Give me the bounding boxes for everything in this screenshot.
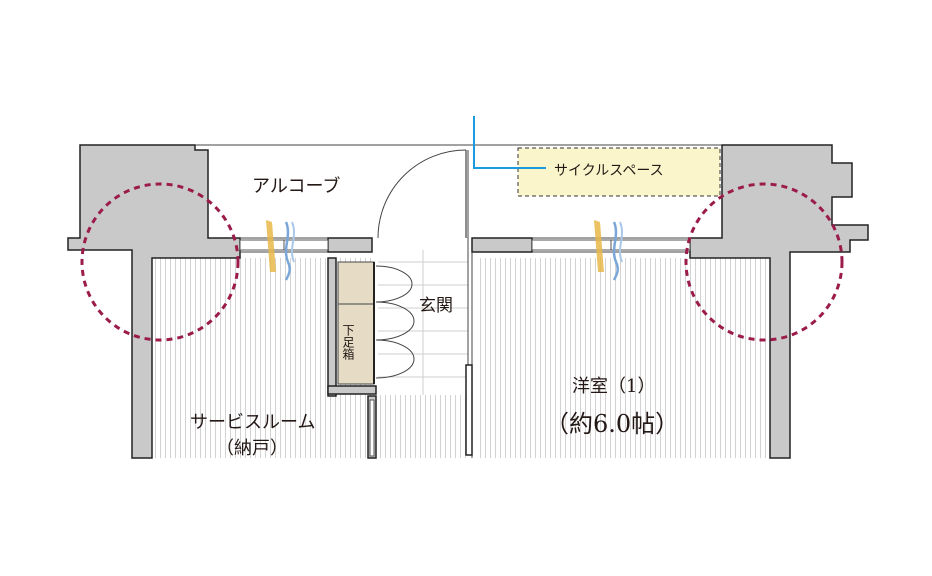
airflow-arrow-icon bbox=[594, 220, 623, 281]
entrance-tiles bbox=[378, 250, 468, 395]
western-room-floor bbox=[478, 258, 770, 458]
service-room-door bbox=[369, 399, 375, 457]
service-room-sub-label: （納戸） bbox=[216, 438, 288, 459]
front-door bbox=[377, 149, 467, 239]
western-room-size-label: （約6.0帖） bbox=[545, 410, 680, 438]
service-room-label: サービスルーム bbox=[190, 412, 316, 433]
western-room-label: 洋室（1） bbox=[572, 376, 656, 397]
shoe-box-label: 下足箱 bbox=[341, 324, 355, 360]
outline-lines bbox=[195, 144, 722, 458]
sliding-door bbox=[465, 364, 473, 456]
corridor-floor bbox=[378, 395, 468, 458]
windows bbox=[239, 239, 691, 251]
cycle-space-area bbox=[517, 147, 721, 197]
cycle-space-label: サイクルスペース bbox=[554, 163, 664, 179]
dashed-circle-highlight bbox=[684, 182, 844, 342]
dashed-circle-highlight bbox=[80, 182, 240, 342]
service-room-floor bbox=[152, 258, 374, 458]
callout-line bbox=[473, 116, 546, 169]
alcove-label: アルコーブ bbox=[252, 176, 341, 197]
entrance-label: 玄関 bbox=[419, 296, 453, 316]
airflow-arrow-icon bbox=[266, 220, 295, 281]
shoe-box bbox=[337, 261, 415, 385]
